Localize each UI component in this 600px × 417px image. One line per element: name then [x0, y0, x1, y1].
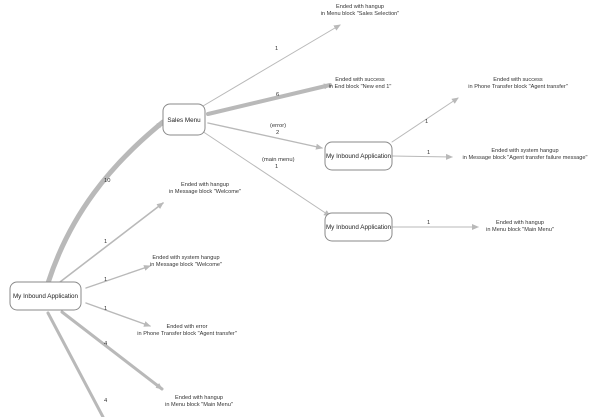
node-sales-menu-label: Sales Menu: [167, 117, 201, 124]
count-inbound3-hangup: 1: [427, 220, 430, 226]
count-start-main-menu: 4: [104, 341, 108, 347]
count-start-sales: 10: [104, 178, 110, 184]
edge-sales-to-inbound3: [201, 130, 331, 217]
svg-text:in Phone Transfer block "Agent: in Phone Transfer block "Agent transfer": [137, 331, 236, 337]
count-inbound2-syshangup: 1: [427, 150, 430, 156]
svg-text:Ended with system hangup: Ended with system hangup: [152, 255, 219, 261]
count-sales-inbound2: 2: [276, 130, 279, 136]
edge-start-to-sales-menu: [45, 119, 166, 286]
endpoint-welcome-hangup: Ended with hangup in Message block "Welc…: [169, 182, 241, 195]
svg-text:Ended with hangup: Ended with hangup: [496, 220, 544, 226]
count-start-welcome-syshangup: 1: [104, 277, 107, 283]
svg-text:in Menu block "Main Menu": in Menu block "Main Menu": [165, 402, 233, 408]
edge-inbound2-to-fail-msg: [391, 153, 453, 160]
node-inbound-3-label: My Inbound Application: [326, 224, 392, 231]
count-sales-inbound3: 1: [275, 164, 278, 170]
count-sales-selection: 1: [275, 46, 278, 52]
svg-text:Ended with hangup: Ended with hangup: [181, 182, 229, 188]
svg-text:Ended with system hangup: Ended with system hangup: [491, 148, 558, 154]
count-sales-new-end: 6: [276, 92, 279, 98]
edge-start-to-welcome-hangup: [59, 202, 164, 283]
endpoint-agent-error: Ended with error in Phone Transfer block…: [137, 324, 236, 337]
tag-sales-inbound3: (main menu): [262, 157, 295, 163]
svg-text:Ended with success: Ended with success: [493, 77, 543, 83]
count-start-bottom: 4: [104, 398, 108, 404]
edge-sales-to-new-end: [206, 83, 332, 116]
svg-text:Ended with error: Ended with error: [166, 324, 207, 330]
edge-sales-to-selection: [202, 24, 341, 107]
edges: [45, 24, 479, 417]
svg-text:in Phone Transfer block "Agent: in Phone Transfer block "Agent transfer": [468, 84, 567, 90]
count-inbound2-success: 1: [425, 119, 428, 125]
endpoint-sales-selection: Ended with hangup in Menu block "Sales S…: [321, 4, 400, 17]
node-start[interactable]: My Inbound Application: [9, 281, 82, 311]
edge-inbound2-to-agent-success: [391, 97, 459, 143]
svg-text:in End block "New end 1": in End block "New end 1": [329, 84, 392, 90]
svg-text:in Message block "Welcome": in Message block "Welcome": [169, 189, 241, 195]
node-inbound-2-label: My Inbound Application: [326, 153, 392, 160]
svg-text:in Menu block "Sales Selection: in Menu block "Sales Selection": [321, 11, 400, 17]
count-start-agent-error: 1: [104, 306, 107, 312]
endpoint-main-menu-1: Ended with hangup in Menu block "Main Me…: [165, 395, 233, 408]
edge-start-to-main-menu-hangup: [60, 310, 164, 391]
node-sales-menu[interactable]: Sales Menu: [162, 103, 206, 136]
count-start-welcome-hangup: 1: [104, 239, 107, 245]
svg-text:Ended with hangup: Ended with hangup: [175, 395, 223, 401]
endpoint-welcome-syshangup: Ended with system hangup in Message bloc…: [150, 255, 222, 268]
endpoint-new-end: Ended with success in End block "New end…: [329, 77, 392, 90]
svg-text:in Menu block "Main Menu": in Menu block "Main Menu": [486, 227, 554, 233]
node-inbound-2[interactable]: My Inbound Application: [324, 141, 393, 171]
svg-text:in Message block "Welcome": in Message block "Welcome": [150, 262, 222, 268]
tag-sales-inbound2: (error): [270, 123, 286, 129]
node-start-label: My Inbound Application: [13, 293, 79, 300]
svg-text:in Message block "Agent transf: in Message block "Agent transfer failure…: [463, 155, 588, 161]
svg-text:Ended with success: Ended with success: [335, 77, 385, 83]
edge-sales-to-inbound2: [207, 122, 323, 150]
edge-start-to-welcome-syshangup: [85, 265, 151, 289]
svg-text:Ended with hangup: Ended with hangup: [336, 4, 384, 10]
edge-counts: 10 1 1 1 4 4 1 6 (error) 2 (main menu) 1…: [104, 46, 430, 404]
edge-start-to-agent-error: [85, 302, 151, 327]
edge-start-to-offscreen: [46, 311, 105, 417]
node-inbound-3[interactable]: My Inbound Application: [324, 212, 393, 242]
endpoint-main-menu-2: Ended with hangup in Menu block "Main Me…: [486, 220, 554, 233]
endpoint-agent-fail-msg: Ended with system hangup in Message bloc…: [463, 148, 588, 161]
endpoint-agent-success: Ended with success in Phone Transfer blo…: [468, 77, 567, 90]
